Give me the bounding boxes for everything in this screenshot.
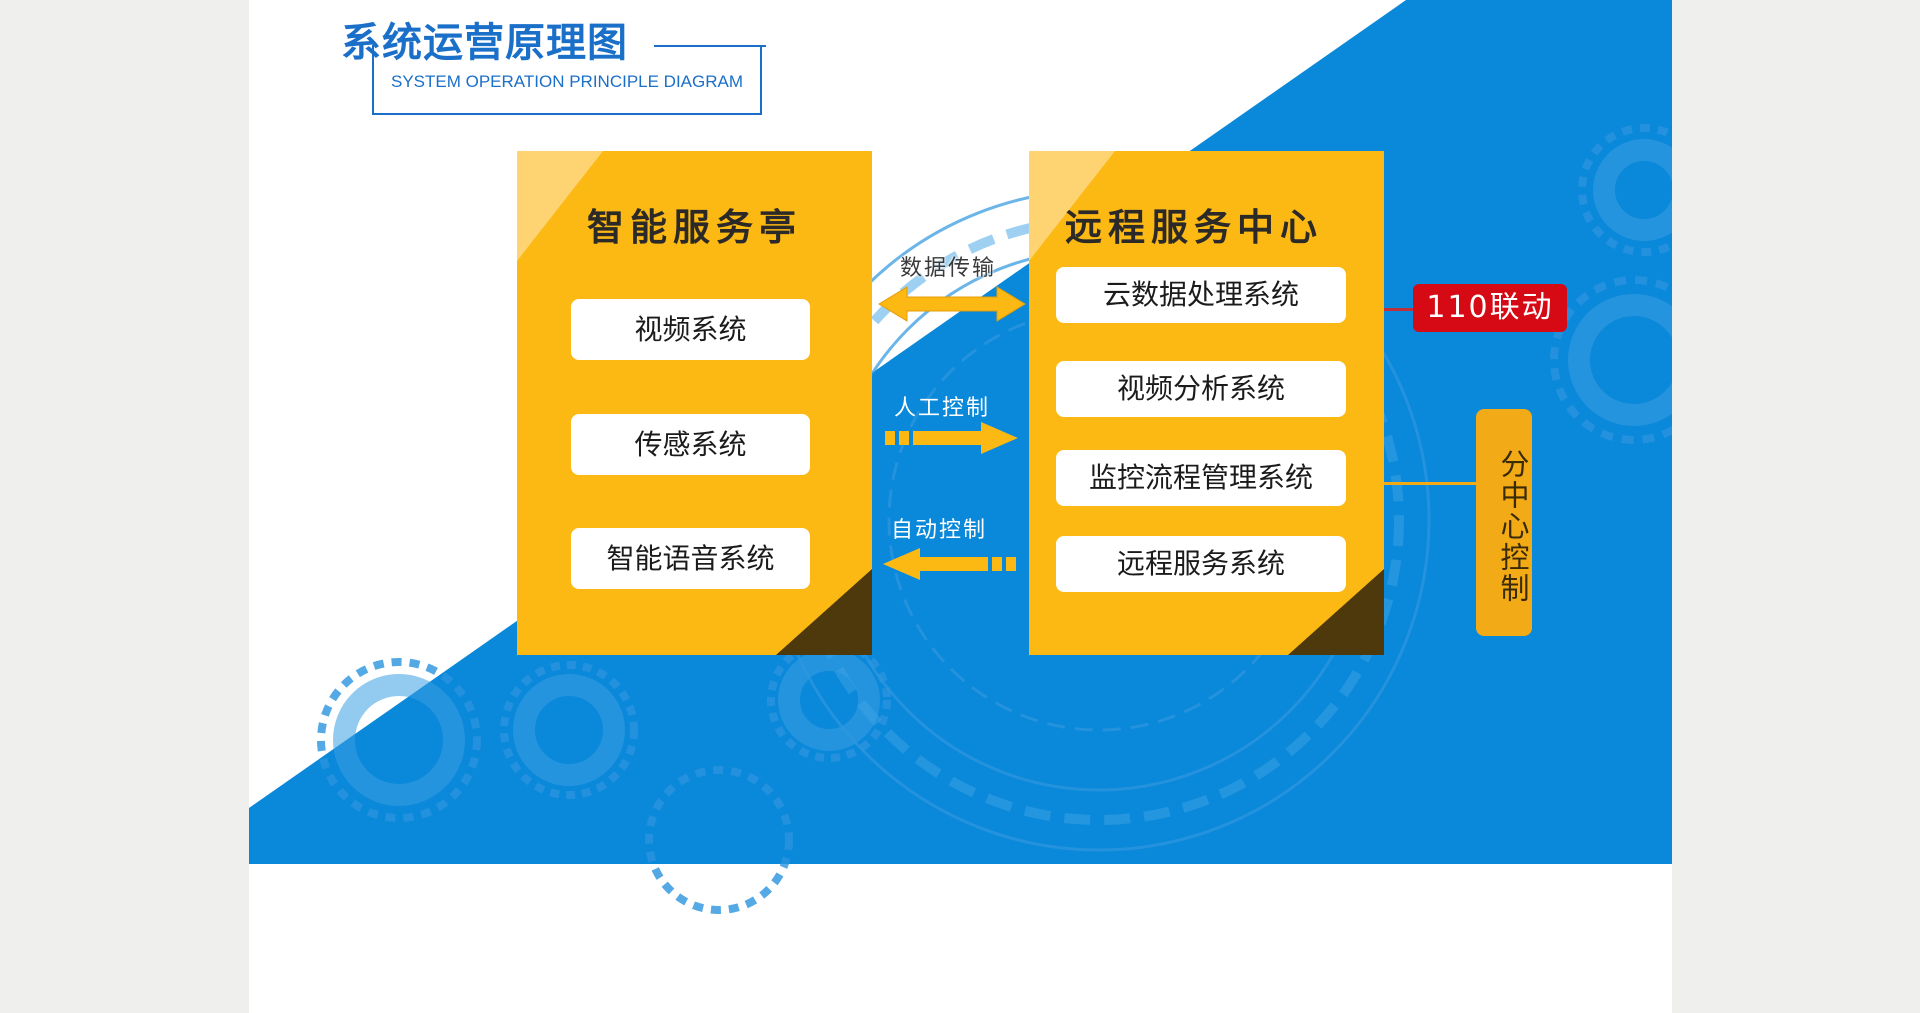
auto-control-label: 自动控制 — [891, 518, 988, 543]
page-title: 系统运营原理图 — [341, 20, 628, 66]
sub-center-connector — [1384, 482, 1476, 485]
page-subtitle: SYSTEM OPERATION PRINCIPLE DIAGRAM — [391, 72, 744, 91]
sub-center-control-label: 分中心控制 — [1496, 448, 1530, 604]
manual-control-label: 人工控制 — [894, 396, 991, 421]
diagram-page: 系统运营原理图 SYSTEM OPERATION PRINCIPLE DIAGR… — [249, 0, 1672, 1013]
title-underline — [654, 45, 766, 47]
smart-kiosk-title: 智能服务亭 — [587, 206, 802, 249]
cloud-data-system-box: 云数据处理系统 — [1056, 267, 1346, 323]
left-arrow-icon — [883, 548, 1016, 580]
subtitle-frame — [372, 45, 762, 115]
sensor-system-box: 传感系统 — [571, 414, 810, 475]
panel-corner-highlight — [1029, 151, 1115, 261]
blue-gear-background — [249, 0, 1672, 914]
voice-system-box: 智能语音系统 — [571, 528, 810, 589]
remote-service-system-box: 远程服务系统 — [1056, 536, 1346, 592]
video-system-box: 视频系统 — [571, 299, 810, 360]
link-110-connector — [1384, 308, 1414, 311]
data-transfer-label: 数据传输 — [900, 256, 997, 281]
video-analysis-system-box: 视频分析系统 — [1056, 361, 1346, 417]
remote-service-center-panel: 远程服务中心 云数据处理系统 视频分析系统 监控流程管理系统 远程服务系统 — [1029, 151, 1384, 655]
right-arrow-icon — [885, 422, 1018, 454]
monitoring-process-system-box: 监控流程管理系统 — [1056, 450, 1346, 506]
double-arrow-icon — [878, 286, 1026, 322]
smart-kiosk-panel: 智能服务亭 视频系统 传感系统 智能语音系统 — [517, 151, 872, 655]
remote-center-title: 远程服务中心 — [1065, 206, 1323, 249]
link-110-badge: 110联动 — [1413, 284, 1567, 332]
sub-center-control-box: 分中心控制 — [1476, 409, 1532, 636]
panel-corner-highlight — [517, 151, 603, 261]
